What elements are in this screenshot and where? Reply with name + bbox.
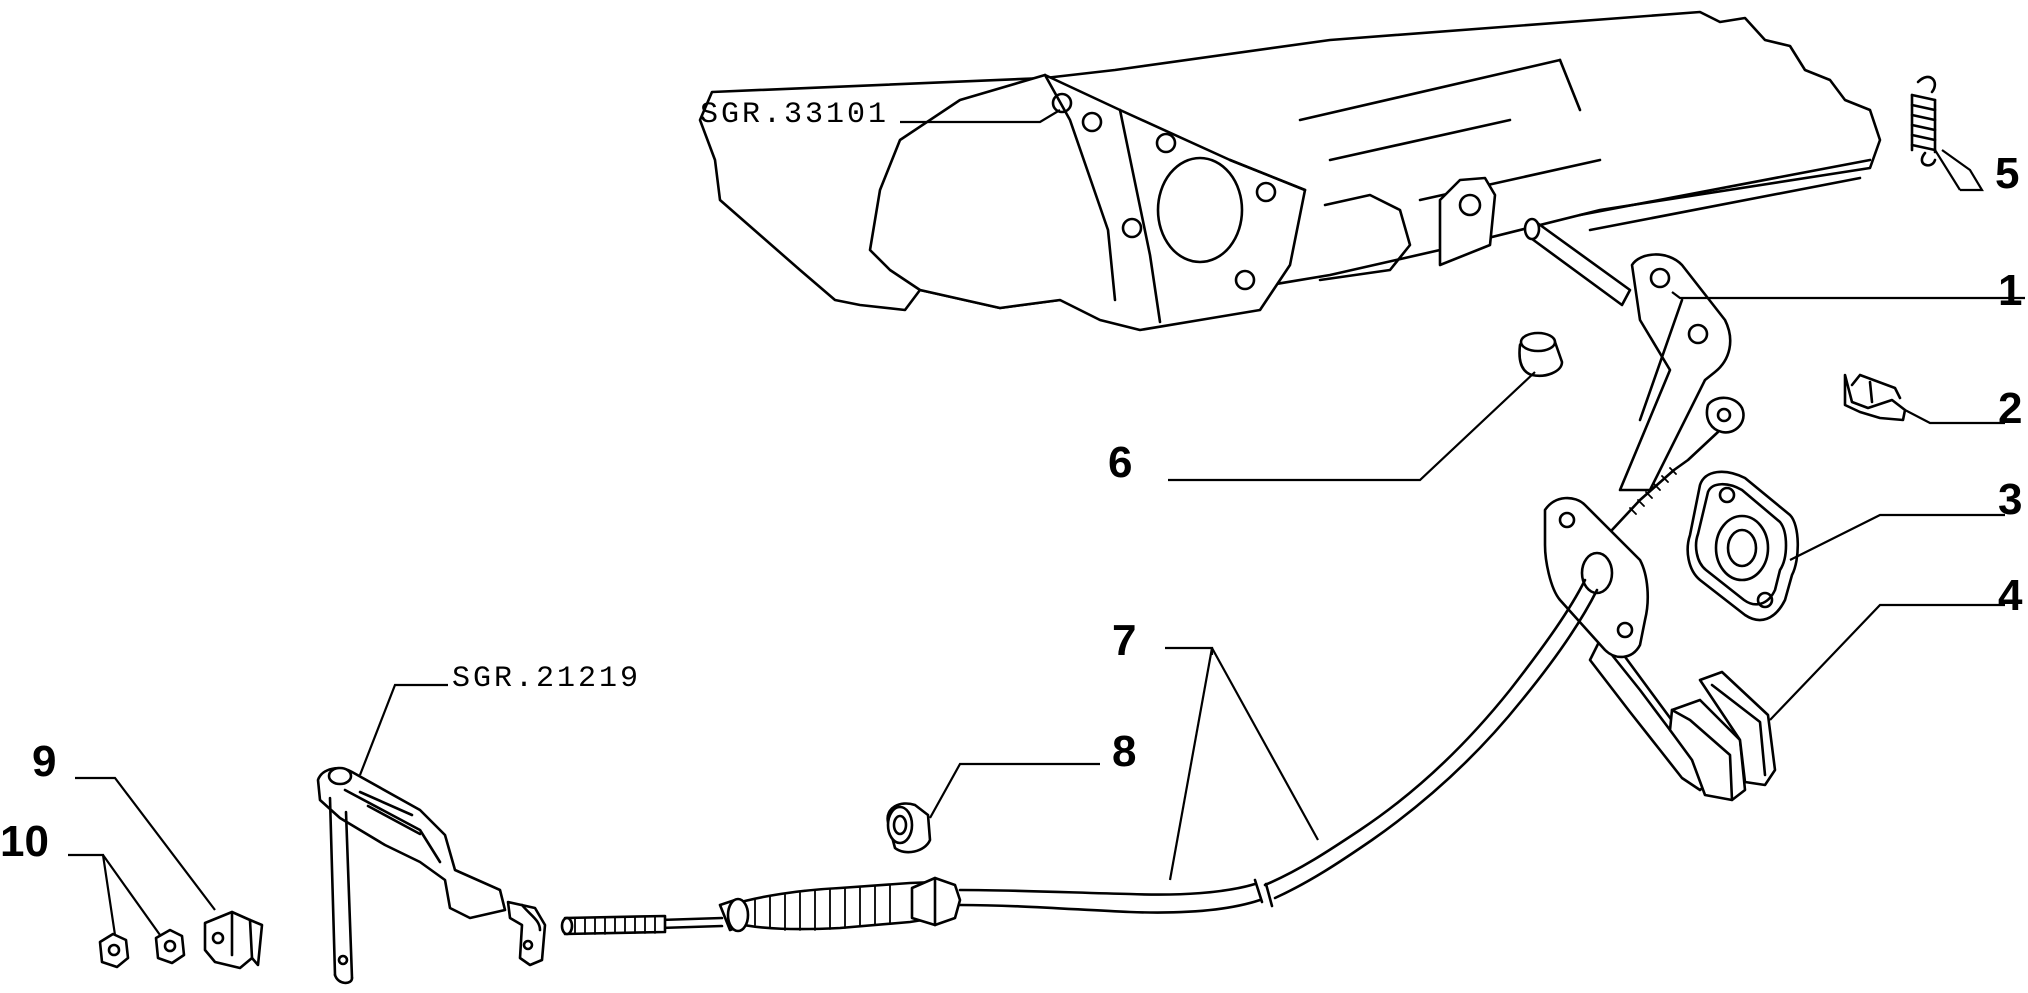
release-lever — [316, 766, 547, 985]
flange-gasket — [1686, 470, 1800, 622]
pivot-bush — [1518, 331, 1564, 378]
leader-lines — [68, 109, 2025, 936]
cable-clip-plate — [203, 910, 264, 970]
callout-1: 1 — [1998, 266, 2022, 315]
nut-left — [98, 932, 130, 969]
callout-4: 4 — [1998, 571, 2023, 620]
ref-label-lower: SGR.21219 — [452, 662, 641, 696]
callout-2: 2 — [1998, 384, 2022, 433]
callout-8: 8 — [1112, 727, 1136, 776]
pedal-pad — [1668, 698, 1747, 802]
cable-inner-end — [1610, 396, 1745, 532]
cable-anchor-plate — [1543, 496, 1650, 659]
callout-3: 3 — [1998, 475, 2022, 524]
pedal-support-bracket — [698, 10, 1882, 332]
return-spring — [1910, 75, 1937, 167]
nut-right — [154, 928, 186, 965]
ref-label-upper: SGR.33101 — [700, 98, 889, 132]
pedal-rubber — [1698, 670, 1777, 787]
callout-6: 6 — [1108, 438, 1132, 487]
retaining-clip — [1843, 373, 1907, 422]
callout-5: 5 — [1995, 149, 2019, 198]
cable-bush — [886, 802, 932, 854]
callout-10: 10 — [0, 817, 49, 866]
callout-7: 7 — [1112, 616, 1136, 665]
callout-9: 9 — [32, 737, 56, 786]
clutch-cable — [560, 578, 1599, 936]
